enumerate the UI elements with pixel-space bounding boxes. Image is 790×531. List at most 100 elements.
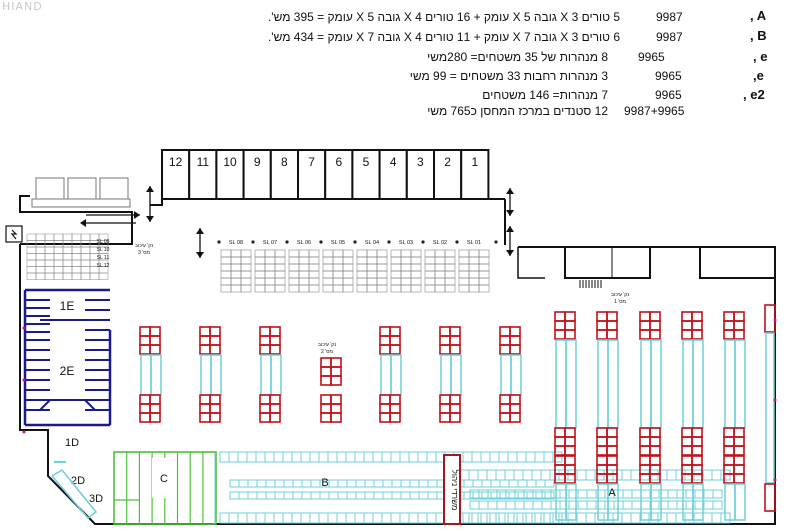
pallet-stand <box>269 335 281 346</box>
arrow-head <box>506 188 514 194</box>
pallet-stand <box>330 357 342 368</box>
pallet-stand <box>269 326 281 337</box>
pallet-stand <box>606 427 618 438</box>
staging-cell <box>254 263 266 272</box>
zone-b-rack <box>283 479 294 488</box>
staging-cell <box>458 249 470 258</box>
staging-cell <box>35 246 46 254</box>
zone-a-rack <box>657 512 668 524</box>
staging-cell <box>424 284 436 293</box>
pallet-stand <box>499 326 511 337</box>
staging-cell <box>288 263 300 272</box>
loading-dock <box>378 149 408 200</box>
staging-cell <box>35 259 46 267</box>
lane-marker <box>494 240 498 244</box>
staging-lane <box>322 249 354 293</box>
pallet-stand-link <box>555 483 567 521</box>
staging-cell <box>390 270 402 279</box>
holding-point-label: מס' 2 <box>321 349 333 355</box>
pallet-stand <box>499 403 511 414</box>
staging-cell <box>366 270 378 279</box>
zone-b-rack <box>400 491 411 500</box>
truck-platform <box>31 198 131 208</box>
staging-cell <box>264 270 276 279</box>
zone-c-label-bg <box>152 458 176 498</box>
staging-cell <box>434 249 446 258</box>
column-marker <box>22 378 26 382</box>
pallet-stand <box>606 436 618 447</box>
zone-b-rack <box>228 512 239 524</box>
staging-cell <box>356 263 368 272</box>
pallet-stand <box>149 335 161 346</box>
arrow-head <box>80 219 86 227</box>
staging-cell <box>220 263 232 272</box>
staging-cell <box>366 284 378 293</box>
staging-cell <box>298 256 310 265</box>
zone-b-rack <box>552 512 563 524</box>
pallet-stand <box>449 394 461 405</box>
pallet-stand <box>691 320 703 331</box>
pallet-stand <box>439 394 451 405</box>
note-key: ,e <box>753 68 764 83</box>
building-wall <box>19 195 133 245</box>
staging-lane <box>356 249 388 293</box>
pallet-stand <box>320 357 332 368</box>
staging-cell <box>26 259 37 267</box>
zone-b-rack <box>310 491 321 500</box>
pallet-stand <box>681 445 693 456</box>
zone-b-rack <box>544 491 555 500</box>
staging-cell <box>44 233 55 241</box>
staging-cell <box>80 266 91 274</box>
zone-a-rack <box>640 489 651 499</box>
staging-cell <box>298 249 310 258</box>
arrow-head <box>146 216 154 222</box>
zone-b-rack <box>292 491 303 500</box>
staging-cell <box>35 233 46 241</box>
zone-b-rack <box>255 451 266 463</box>
zone-a-rack <box>459 469 470 481</box>
pallet-stand <box>606 455 618 466</box>
zone-a-rack <box>496 500 507 510</box>
zone-b-rack <box>516 451 527 463</box>
pallet-stand <box>269 412 281 423</box>
pallet-stand <box>439 403 451 414</box>
staging-cell <box>80 253 91 261</box>
note-key: , A <box>750 8 767 23</box>
zone-b-rack <box>426 512 437 524</box>
pallet-stand <box>379 326 391 337</box>
zone-a-rack <box>630 512 641 524</box>
pallet-stand <box>259 326 271 337</box>
staging-cell <box>230 270 242 279</box>
zone-b-rack <box>391 491 402 500</box>
zone-a-rack <box>514 500 525 510</box>
zone-a-rack <box>486 469 497 481</box>
zone-b-rack <box>364 479 375 488</box>
loading-dock <box>460 149 490 200</box>
pallet-stand <box>389 394 401 405</box>
zone-b-rack <box>489 451 500 463</box>
staging-cell <box>298 277 310 286</box>
zone-b-rack <box>301 491 312 500</box>
staging-cell <box>220 270 232 279</box>
pallet-stand <box>199 403 211 414</box>
pallet-stand <box>269 403 281 414</box>
staging-cell <box>288 277 300 286</box>
pallet-stand-link <box>607 483 619 521</box>
management-office <box>443 454 461 525</box>
staging-cell <box>342 277 354 286</box>
staging-cell <box>230 256 242 265</box>
zone-a-rack <box>703 489 714 499</box>
zone-label-2e: 2E <box>60 364 75 378</box>
zone-b-rack <box>319 491 330 500</box>
zone-a-rack <box>478 500 489 510</box>
staging-cell <box>410 263 422 272</box>
holding-point-label: מס' 3 <box>138 250 150 256</box>
zone-a-rack <box>693 512 704 524</box>
staging-cell <box>71 233 82 241</box>
zone-b-rack <box>327 451 338 463</box>
zone-b-rack <box>408 512 419 524</box>
pallet-stand <box>564 329 576 340</box>
zone-a-rack <box>640 500 651 510</box>
staging-cell <box>424 277 436 286</box>
